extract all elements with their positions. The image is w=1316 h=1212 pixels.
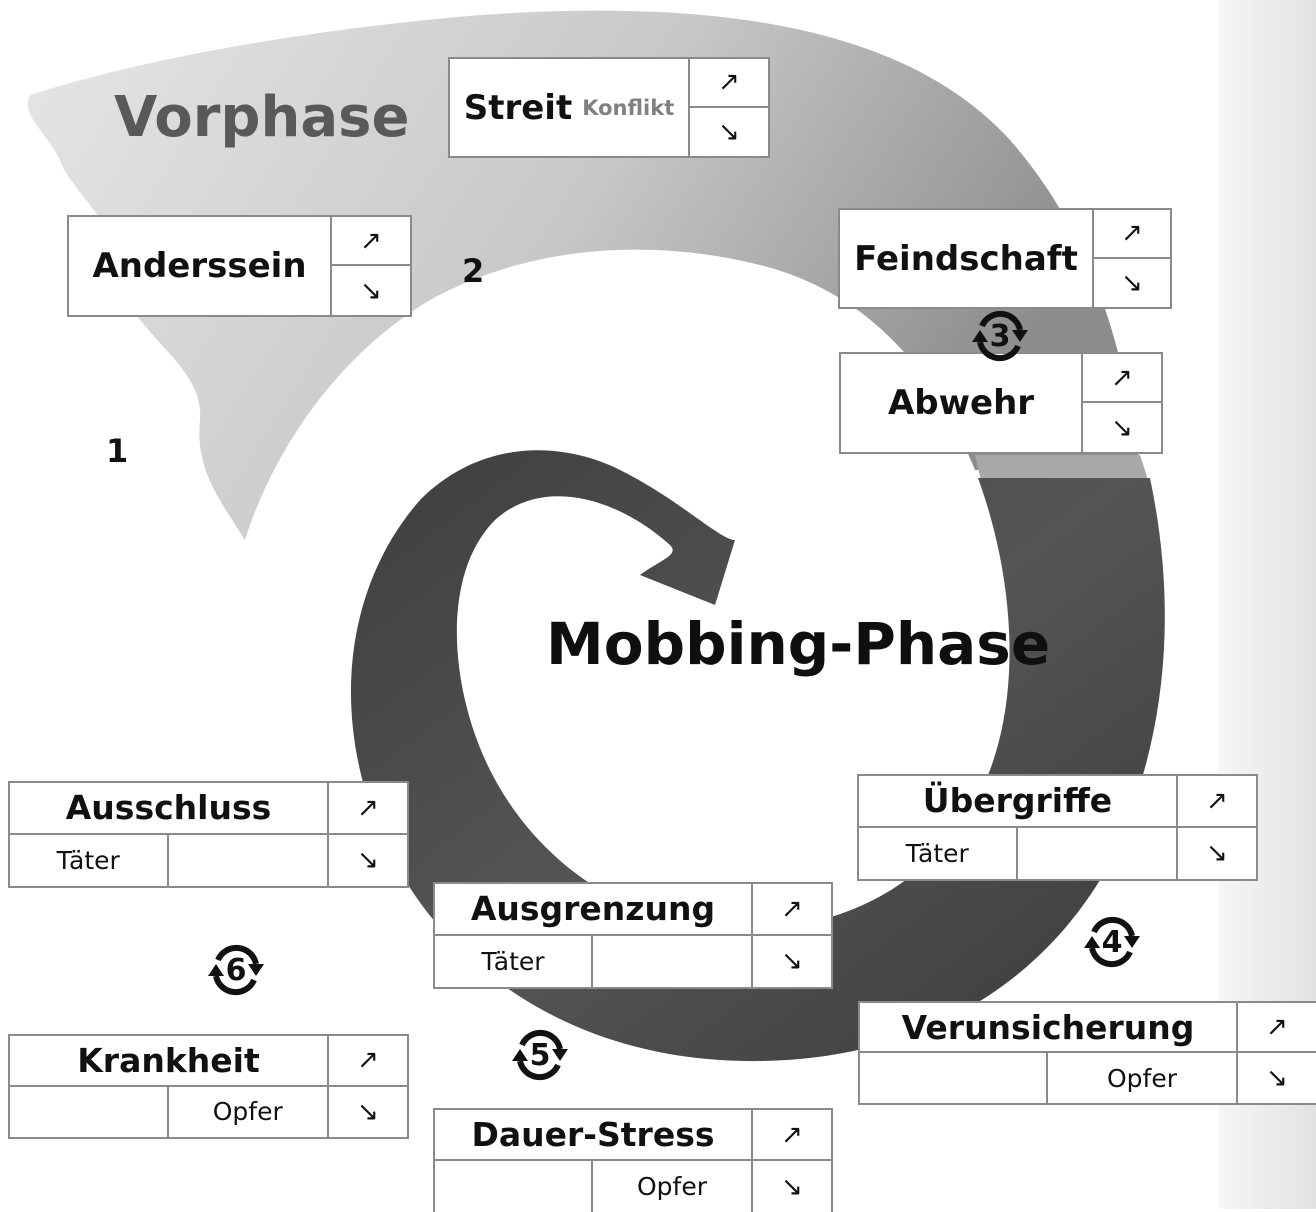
increase-arrow-icon[interactable]: ↗ (1092, 210, 1170, 259)
decrease-arrow-icon[interactable]: ↘ (1081, 403, 1161, 452)
cycle-icon-3: 3 (960, 296, 1040, 376)
box-title: Übergriffe (859, 776, 1176, 828)
decrease-arrow-icon[interactable]: ↘ (688, 107, 768, 156)
box-uebergriffe: Übergriffe ↗ Täter ↘ (857, 774, 1258, 881)
role-cell-right (169, 835, 328, 887)
box-title: Verunsicherung (860, 1003, 1236, 1053)
step-number-2: 2 (462, 252, 485, 290)
box-anderssein: Anderssein ↗ ↘ (67, 215, 412, 317)
cycle-icon-6: 6 (196, 930, 276, 1010)
outer-band (27, 10, 1141, 541)
increase-arrow-icon[interactable]: ↗ (1081, 354, 1161, 403)
box-title: Abwehr (887, 383, 1035, 423)
decrease-arrow-icon[interactable]: ↘ (751, 935, 831, 987)
cycle-arrows-icon (208, 944, 264, 996)
streit-title: Streit (463, 87, 573, 128)
role-cell-right (593, 936, 751, 988)
increase-arrow-icon[interactable]: ↗ (1236, 1003, 1316, 1053)
box-abwehr: Abwehr ↗ ↘ (839, 352, 1163, 454)
role-cell-left (435, 1161, 593, 1212)
cycle-number: 4 (1101, 924, 1123, 960)
cycle-number: 5 (529, 1037, 551, 1073)
role-cell-right: Opfer (212, 1097, 283, 1127)
box-title: Anderssein (92, 246, 307, 286)
decrease-arrow-icon[interactable]: ↘ (327, 1086, 407, 1137)
box-title: Krankheit (10, 1036, 327, 1087)
cycle-icon-5: 5 (500, 1015, 580, 1095)
cycle-number: 3 (989, 318, 1011, 354)
box-title: Ausschluss (10, 783, 327, 835)
role-cell-right: Opfer (1106, 1063, 1177, 1093)
box-verunsicherung: Verunsicherung ↗ Opfer ↘ (858, 1001, 1316, 1105)
decrease-arrow-icon[interactable]: ↘ (1092, 258, 1170, 307)
increase-arrow-icon[interactable]: ↗ (327, 1036, 407, 1087)
role-cell-right (1018, 828, 1177, 880)
vorphase-label: Vorphase (114, 85, 410, 150)
decrease-arrow-icon[interactable]: ↘ (330, 266, 410, 315)
decrease-arrow-icon[interactable]: ↘ (1236, 1053, 1316, 1103)
role-cell-left (10, 1086, 169, 1137)
box-dauer-stress: Dauer-Stress ↗ Opfer ↘ (433, 1108, 833, 1212)
step-number-1: 1 (106, 432, 129, 470)
box-ausschluss: Ausschluss ↗ Täter ↘ (8, 781, 409, 888)
increase-arrow-icon[interactable]: ↗ (751, 884, 831, 936)
box-title: Ausgrenzung (435, 884, 751, 936)
box-title: Streit Konflikt (450, 59, 688, 156)
box-krankheit: Krankheit ↗ Opfer ↘ (8, 1034, 409, 1139)
cycle-arrows-icon (972, 310, 1028, 362)
increase-arrow-icon[interactable]: ↗ (751, 1110, 831, 1161)
decrease-arrow-icon[interactable]: ↘ (327, 834, 407, 886)
role-cell-left: Täter (859, 827, 1018, 879)
role-cell-left: Täter (435, 935, 593, 987)
streit-subtitle: Konflikt (582, 95, 675, 120)
box-feindschaft: Feindschaft ↗ ↘ (838, 208, 1172, 309)
box-title: Feindschaft (854, 238, 1078, 279)
role-cell-left: Täter (10, 834, 169, 886)
box-ausgrenzung: Ausgrenzung ↗ Täter ↘ (433, 882, 833, 989)
cycle-icon-4: 4 (1072, 902, 1152, 982)
increase-arrow-icon[interactable]: ↗ (330, 217, 410, 266)
decrease-arrow-icon[interactable]: ↘ (751, 1161, 831, 1212)
cycle-arrows-icon (512, 1029, 568, 1081)
cycle-arrows-icon (1084, 916, 1140, 968)
decrease-arrow-icon[interactable]: ↘ (1176, 827, 1256, 879)
box-title: Dauer-Stress (435, 1110, 751, 1161)
role-cell-right: Opfer (636, 1172, 707, 1201)
increase-arrow-icon[interactable]: ↗ (688, 59, 768, 108)
cycle-number: 6 (225, 952, 247, 988)
increase-arrow-icon[interactable]: ↗ (327, 783, 407, 835)
mobbing-phase-label: Mobbing-Phase (546, 610, 1051, 678)
box-streit: Streit Konflikt ↗ ↘ (448, 57, 770, 158)
role-cell-left (860, 1053, 1048, 1103)
increase-arrow-icon[interactable]: ↗ (1176, 776, 1256, 828)
